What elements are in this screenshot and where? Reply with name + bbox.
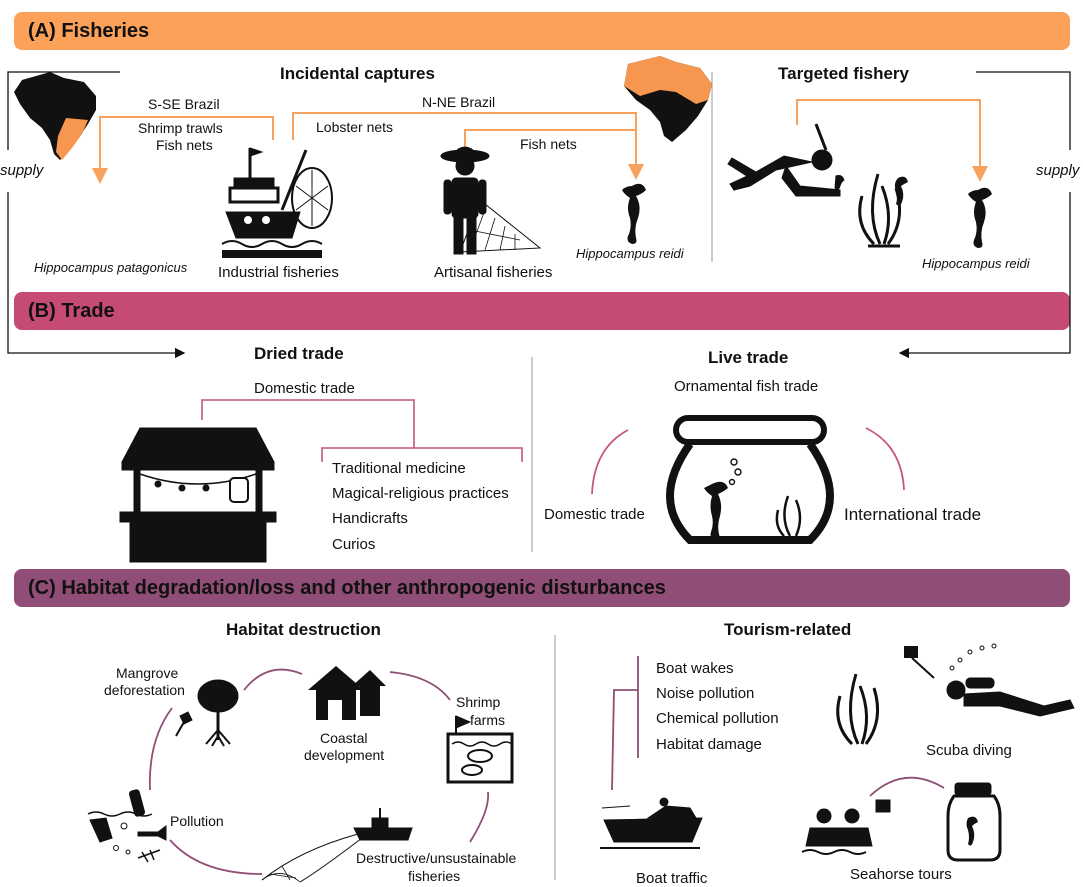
supply-connector-right: [898, 71, 1071, 359]
tourism-related-title: Tourism-related: [724, 620, 852, 639]
fish-nets-label-nne: Fish nets: [520, 136, 577, 152]
habitat-destruction-title: Habitat destruction: [226, 620, 381, 639]
seagrass-icon-targeted: [858, 173, 902, 248]
shrimp-trawls-label: Shrimp trawls: [138, 120, 223, 136]
live-domestic-trade-label: Domestic trade: [544, 506, 645, 523]
supply-connector-left: [7, 71, 186, 359]
tourism-bracket: [611, 656, 639, 791]
sse-brazil-label: S-SE Brazil: [148, 96, 220, 112]
seagrass-icon-tourism: [836, 673, 880, 746]
speedboat-icon: [600, 797, 703, 849]
impact-boat-wakes: Boat wakes: [656, 660, 734, 677]
domestic-trade-bracket: [201, 399, 523, 462]
fish-nets-label-sse: Fish nets: [156, 137, 213, 153]
section-trade-header: (B) Trade: [14, 292, 1070, 330]
boat-traffic-label: Boat traffic: [636, 870, 708, 887]
destructive-label-line2: fisheries: [408, 868, 461, 884]
section-habitat-header: (C) Habitat degradation/loss and other a…: [14, 569, 1070, 607]
species-reidi-incidental-label: Hippocampus reidi: [576, 246, 684, 261]
habitat-cycle-arcs: [148, 668, 490, 875]
use-magical-religious: Magical-religious practices: [332, 485, 509, 502]
species-patagonicus-label: Hippocampus patagonicus: [34, 260, 188, 275]
nne-brazil-label: N-NE Brazil: [422, 94, 496, 110]
international-trade-label: International trade: [844, 505, 982, 524]
scuba-diving-label: Scuba diving: [926, 742, 1012, 759]
artisanal-fisher-icon: [440, 146, 542, 255]
use-curios: Curios: [332, 536, 376, 553]
raft-tour-icon: [801, 799, 891, 855]
live-trade-arcs: [591, 427, 905, 495]
lobster-nets-label: Lobster nets: [316, 119, 394, 135]
industrial-fisheries-label: Industrial fisheries: [218, 264, 339, 281]
supply-label-left: supply: [0, 162, 44, 179]
impact-chemical-pollution: Chemical pollution: [656, 710, 779, 727]
destructive-label-line1: Destructive/unsustainable: [356, 850, 517, 866]
pollution-icon: [87, 789, 167, 863]
use-traditional-medicine: Traditional medicine: [332, 460, 466, 477]
brazil-map-sse-icon: [14, 72, 96, 160]
seahorse-tours-label: Seahorse tours: [850, 866, 952, 883]
impact-noise-pollution: Noise pollution: [656, 685, 755, 702]
market-stall-icon: [119, 427, 277, 563]
live-trade-title: Live trade: [708, 348, 789, 367]
scuba-diver-icon: [946, 643, 1075, 717]
snorkel-diver-icon: [727, 123, 845, 197]
seahorse-reidi-incidental-icon: [622, 183, 646, 244]
mangrove-label-line2: deforestation: [104, 682, 185, 698]
mangrove-label-line1: Mangrove: [116, 665, 179, 681]
coastal-label-line1: Coastal: [320, 730, 368, 746]
supply-label-right: supply: [1036, 162, 1080, 179]
impact-habitat-damage: Habitat damage: [656, 736, 762, 753]
shrimp-label-line1: Shrimp: [456, 694, 501, 710]
dried-trade-title: Dried trade: [254, 344, 344, 363]
shrimp-farm-icon: [446, 715, 514, 784]
fishbowl-icon: [666, 415, 834, 544]
species-reidi-targeted-label: Hippocampus reidi: [922, 256, 1030, 271]
brazil-map-nne-icon: [624, 56, 712, 142]
ornamental-fish-trade-label: Ornamental fish trade: [674, 378, 819, 395]
tours-arc: [869, 776, 945, 797]
shrimp-label-line2: farms: [470, 712, 505, 728]
industrial-boat-icon: [221, 147, 333, 258]
camera-icon: [904, 646, 935, 679]
coastal-label-line2: development: [304, 747, 385, 763]
targeted-fishery-title: Targeted fishery: [778, 64, 910, 83]
targeted-arrow: [796, 99, 988, 182]
trawler-net-icon: [261, 808, 413, 883]
seahorse-reidi-targeted-icon: [968, 187, 992, 248]
mangrove-icon: [175, 679, 239, 747]
incidental-captures-title: Incidental captures: [280, 64, 435, 83]
pollution-label: Pollution: [170, 813, 224, 829]
seahorse-jar-icon: [946, 782, 1002, 862]
section-fisheries-header: (A) Fisheries: [14, 12, 1070, 50]
sse-brazil-arrow: [92, 116, 274, 184]
coastal-development-icon: [308, 666, 386, 720]
nne-brazil-arrow: [292, 112, 644, 180]
dried-domestic-trade-label: Domestic trade: [254, 380, 355, 397]
use-handicrafts: Handicrafts: [332, 510, 408, 527]
seahorse-targeted-small-icon: [894, 176, 908, 206]
artisanal-fisheries-label: Artisanal fisheries: [434, 264, 553, 281]
